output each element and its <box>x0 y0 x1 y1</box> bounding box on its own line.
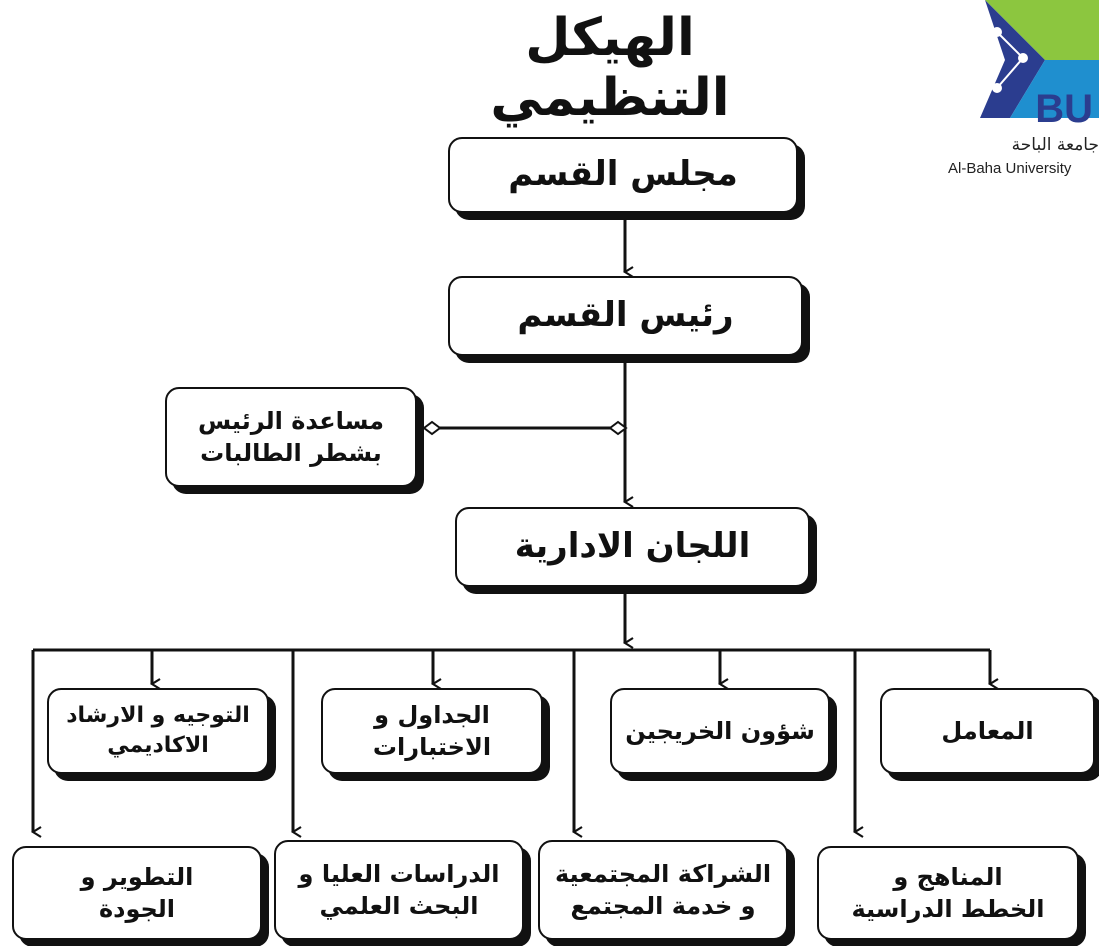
node-quality: التطوير و الجودة <box>12 846 262 940</box>
node-research: الدراسات العليا و البحث العلمي <box>274 840 524 940</box>
node-labs: المعامل <box>880 688 1095 774</box>
node-committees: اللجان الادارية <box>455 507 810 587</box>
node-guidance: التوجيه و الارشاد الاكاديمي <box>47 688 269 774</box>
svg-text:BU: BU <box>1035 87 1093 131</box>
node-head: رئيس القسم <box>448 276 803 356</box>
node-curricula: المناهج و الخطط الدراسية <box>817 846 1079 940</box>
node-council: مجلس القسم <box>448 137 798 213</box>
logo-arabic-name: جامعة الباحة <box>1011 135 1099 155</box>
university-logo: BU <box>980 0 1099 131</box>
page-title: الهيكل التنظيمي <box>490 8 730 128</box>
node-alumni: شؤون الخريجين <box>610 688 830 774</box>
logo-english-name: Al-Baha University <box>948 160 1072 177</box>
node-assistant: مساعدة الرئيس بشطر الطالبات <box>165 387 417 487</box>
node-partnership: الشراكة المجتمعية و خدمة المجتمع <box>538 840 788 940</box>
node-schedules: الجداول و الاختبارات <box>321 688 543 774</box>
